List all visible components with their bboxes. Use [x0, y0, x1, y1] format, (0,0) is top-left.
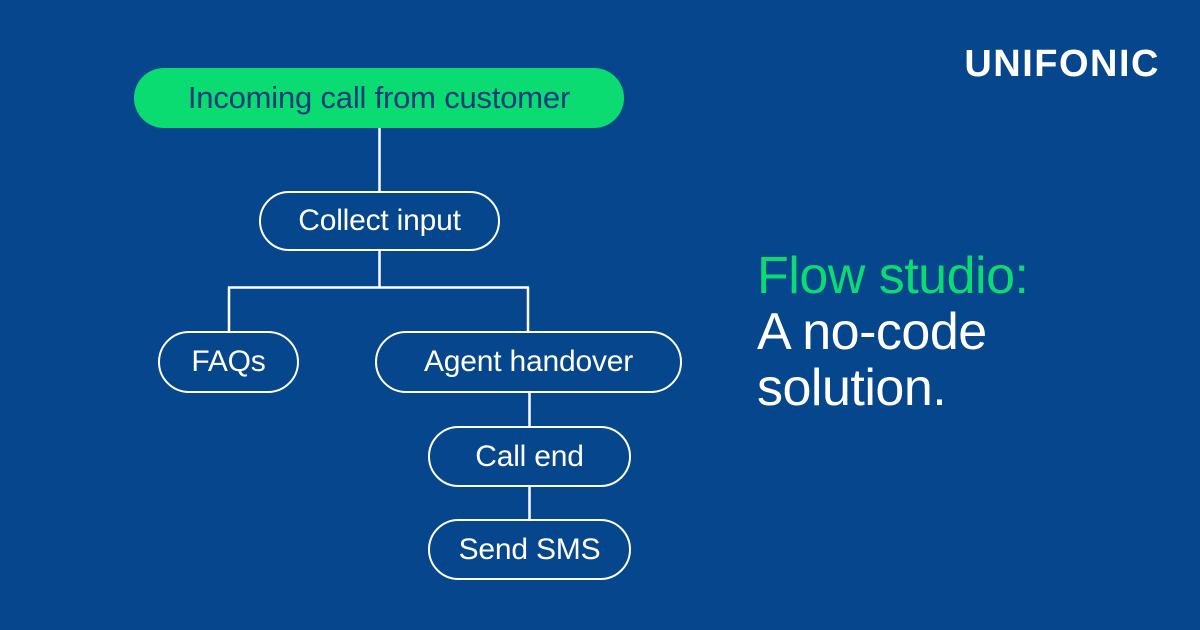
flow-node-incoming-call[interactable]: Incoming call from customer	[134, 68, 624, 128]
unifonic-logo: UNIFONIC	[964, 43, 1160, 85]
flow-node-send-sms[interactable]: Send SMS	[428, 519, 631, 580]
headline-line-1: Flow studio:	[757, 247, 1029, 305]
flow-node-agent-handover[interactable]: Agent handover	[375, 331, 682, 393]
headline-block: Flow studio: A no-code solution.	[757, 248, 1177, 416]
flow-node-call-end[interactable]: Call end	[428, 426, 631, 487]
flow-node-faqs[interactable]: FAQs	[158, 331, 299, 393]
headline-line-3: solution.	[757, 359, 947, 417]
headline-line-2: A no-code	[757, 303, 987, 361]
flow-diagram: Incoming call from customer Collect inpu…	[134, 68, 682, 580]
flow-node-collect-input[interactable]: Collect input	[259, 191, 500, 251]
